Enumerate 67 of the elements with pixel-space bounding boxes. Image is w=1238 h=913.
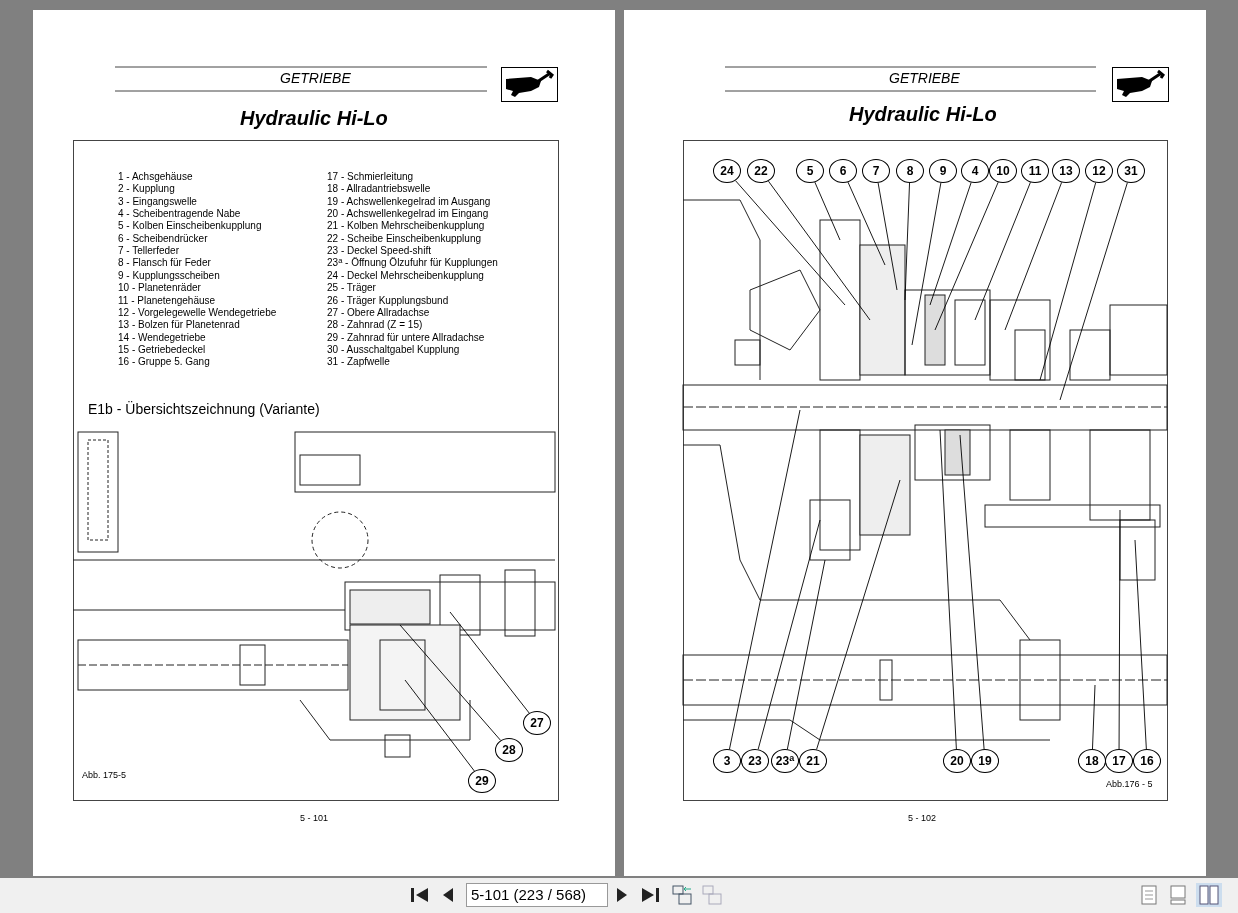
leader-line [816, 479, 901, 750]
leader-line [939, 429, 957, 750]
leader-line [449, 611, 530, 714]
leader-line [929, 182, 972, 306]
parts-list-item: 29 - Zahnrad für untere Allradachse [327, 332, 485, 343]
leader-line [1134, 539, 1147, 750]
leader-line [404, 679, 475, 772]
leader-line [1118, 509, 1121, 750]
page-title: Hydraulic Hi-Lo [849, 104, 997, 124]
parts-list-item: 23 - Deckel Speed-shift [327, 246, 431, 257]
parts-list-item: 21 - Kolben Mehrscheibenkupplung [327, 221, 485, 232]
parts-list-item: 20 - Achswellenkegelrad im Eingang [327, 209, 489, 220]
leader-line [877, 182, 898, 291]
parts-list-item: 15 - Getriebedeckel [118, 344, 206, 355]
leader-line [974, 181, 1031, 321]
page-number-field: 5-101 (223 / 568) [466, 883, 608, 907]
parts-list-item: 24 - Deckel Mehrscheibenkupplung [327, 270, 484, 281]
leader-line [904, 182, 910, 301]
parts-list-item: 30 - Ausschaltgabel Kupplung [327, 344, 460, 355]
leader-line [814, 181, 841, 241]
leader-line [734, 180, 846, 306]
parts-list-item: 6 - Scheibendrücker [118, 233, 208, 244]
parts-list-item: 5 - Kolben Einscheibenkupplung [118, 221, 262, 232]
parts-list-item: 16 - Gruppe 5. Gang [118, 357, 210, 368]
leader-line [1039, 182, 1097, 381]
parts-list-item: 13 - Bolzen für Planetenrad [118, 320, 240, 331]
parts-list-item: 8 - Flansch für Feder [118, 258, 211, 269]
page-number: 5 - 101 [300, 814, 329, 823]
section-header: GETRIEBE [280, 71, 351, 85]
parts-list-item: 27 - Obere Allradachse [327, 307, 430, 318]
leader-line [959, 434, 985, 750]
leader-line [1092, 684, 1096, 750]
parts-list-item: 14 - Wendegetriebe [118, 332, 206, 343]
parts-list-item: 9 - Kupplungsscheiben [118, 270, 220, 281]
figure-number: Abb.176 - 5 [1106, 780, 1153, 789]
figure-number: Abb. 175-5 [82, 771, 127, 780]
leader-line [847, 181, 886, 266]
page-title: Hydraulic Hi-Lo [240, 106, 388, 131]
parts-list-item: 28 - Zahnrad (Z = 15) [327, 320, 423, 331]
figure-caption: E1b - Übersichtszeichnung (Variante) [88, 402, 320, 416]
leader-line [911, 182, 942, 346]
parts-list-item: 12 - Vorgelegewelle Wendegetriebe [118, 307, 277, 318]
parts-list-item: 3 - Eingangswelle [118, 196, 197, 207]
parts-list-item: 26 - Träger Kupplungsbund [327, 295, 449, 306]
parts-list-item: 7 - Tellerfeder [118, 246, 179, 257]
parts-list-item: 1 - Achsgehäuse [118, 172, 193, 182]
parts-list-item: 4 - Scheibentragende Nabe [118, 209, 241, 220]
parts-list-item: 22 - Scheibe Einscheibenkupplung [327, 233, 481, 244]
leader-line [934, 181, 999, 331]
parts-list-item: 31 - Zapfwelle [327, 357, 390, 368]
leader-line [729, 409, 801, 750]
section-header: GETRIEBE [889, 71, 960, 85]
leader-line [1059, 182, 1128, 401]
parts-list-item: 2 - Kupplung [118, 184, 175, 195]
parts-list-item: 10 - Planetenräder [118, 283, 201, 294]
parts-list-item: 17 - Schmierleitung [327, 172, 414, 182]
parts-list-item: 25 - Träger [327, 283, 376, 294]
parts-list-item: 18 - Allradantriebswelle [327, 184, 431, 195]
leader-line [399, 624, 502, 741]
leader-line [757, 519, 821, 750]
parts-list-item: 23$^{a}$ - Öffnung Ölzufuhr für Kupplungen [327, 258, 498, 269]
page-number: 5 - 102 [908, 814, 937, 823]
parts-list-item: 11 - Planetengehäuse [118, 295, 216, 306]
leader-line [1004, 181, 1063, 331]
leader-line [768, 180, 871, 321]
leader-line [786, 559, 826, 750]
parts-list-item: 19 - Achswellenkegelrad im Ausgang [327, 196, 491, 207]
